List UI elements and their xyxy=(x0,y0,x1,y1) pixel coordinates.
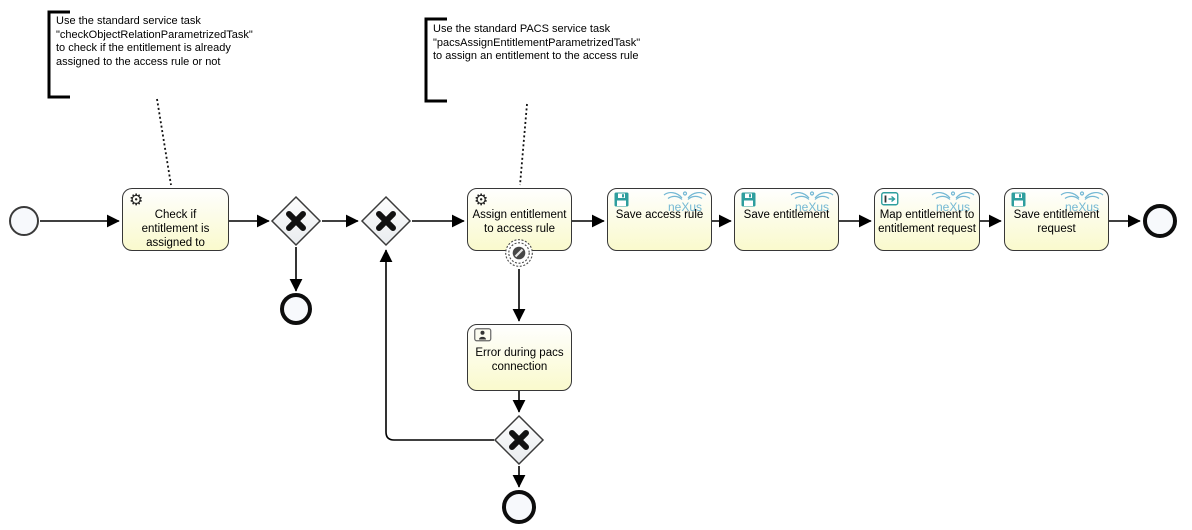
service-gear-icon: ⚙ xyxy=(474,190,489,209)
end-event-not-assigned xyxy=(280,293,312,325)
map-input-icon xyxy=(881,192,899,206)
save-floppy-icon xyxy=(1011,192,1026,207)
end-event-error xyxy=(502,490,536,524)
task-check-entitlement: ⚙ Check if entitlement is assigned to xyxy=(122,188,229,251)
nexus-logo: neXus xyxy=(1060,191,1104,214)
nexus-logo-text: neXus xyxy=(795,200,829,214)
flow-gateway3-loop-to-gateway2 xyxy=(379,249,494,441)
nexus-logo: neXus xyxy=(931,191,975,214)
task-save-access-rule: neXus Save access rule xyxy=(607,188,712,251)
exclusive-gateway-2 xyxy=(360,195,412,247)
exclusive-gateway-1 xyxy=(270,195,322,247)
xor-gateway-icon xyxy=(493,414,545,466)
nexus-logo-text: neXus xyxy=(1065,200,1099,214)
end-event-main xyxy=(1143,204,1177,238)
xor-gateway-icon xyxy=(360,195,412,247)
annotation1-bracket xyxy=(47,10,70,99)
start-event xyxy=(9,206,39,236)
nexus-logo: neXus xyxy=(790,191,834,214)
nexus-logo-text: neXus xyxy=(936,200,970,214)
task-save-entitlement-request: neXus Save entitlement request xyxy=(1004,188,1109,251)
save-floppy-icon xyxy=(741,192,756,207)
nexus-logo-text: neXus xyxy=(668,200,702,214)
boundary-error-event xyxy=(504,238,534,268)
task-save-entitlement: neXus Save entitlement xyxy=(734,188,839,251)
task-label: Save entitlement xyxy=(743,209,830,221)
annotation-check-task: Use the standard service task "checkObje… xyxy=(56,15,253,68)
task-label: Save entitlement request xyxy=(1013,209,1100,235)
task-label: Assign entitlement to access rule xyxy=(472,209,567,235)
save-floppy-icon xyxy=(614,192,629,207)
task-error-pacs: Error during pacs connection xyxy=(467,324,572,391)
user-task-icon xyxy=(474,328,492,342)
annotation-pacs-task: Use the standard PACS service task "pacs… xyxy=(433,23,641,62)
xor-gateway-icon xyxy=(270,195,322,247)
exclusive-gateway-3 xyxy=(493,414,545,466)
annotation2-bracket xyxy=(424,17,447,103)
task-label: Check if entitlement is assigned to xyxy=(141,209,210,249)
boundary-error-icon xyxy=(505,239,533,267)
task-label: Error during pacs connection xyxy=(475,347,564,373)
task-map-entitlement: neXus Map entitlement to entitlement req… xyxy=(874,188,980,251)
nexus-logo: neXus xyxy=(663,191,707,214)
association-annotation2 xyxy=(519,103,528,186)
task-label: Map entitlement to entitlement request xyxy=(878,209,976,235)
association-annotation1 xyxy=(156,98,172,186)
service-gear-icon: ⚙ xyxy=(129,190,144,209)
task-label: Save access rule xyxy=(615,209,704,221)
